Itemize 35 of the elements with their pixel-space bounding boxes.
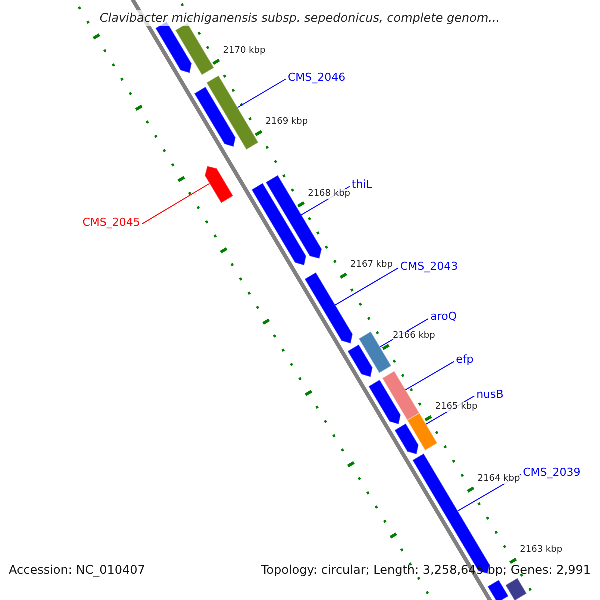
accession-text: Accession: NC_010407 xyxy=(9,563,146,577)
gene-feature xyxy=(382,370,420,422)
leader-line xyxy=(142,183,210,225)
position-label: 2170 kbp xyxy=(223,46,266,56)
gene-feature xyxy=(505,578,528,600)
gene-label: thiL xyxy=(352,178,372,192)
gene-feature xyxy=(358,331,392,374)
gene-feature xyxy=(251,182,307,266)
gene-label: efp xyxy=(456,353,474,366)
position-label: 2166 kbp xyxy=(392,331,436,342)
gene-label: nusB xyxy=(476,388,504,401)
leader-line xyxy=(237,78,286,108)
position-label: 2163 kbp xyxy=(520,545,563,555)
gene-feature xyxy=(206,75,260,151)
position-label: 2169 kbp xyxy=(266,117,308,128)
gene-label: CMS_2043 xyxy=(400,260,458,273)
leader-line xyxy=(335,268,399,306)
gene-label: CMS_2045 xyxy=(82,216,140,229)
summary-text: Topology: circular; Length: 3,258,645 bp; Genes: 2,991 xyxy=(261,563,591,577)
position-label: 2165 kbp xyxy=(435,402,478,412)
gene-label: CMS_2039 xyxy=(523,466,581,479)
gene-feature xyxy=(194,86,236,148)
position-label: 2164 kbp xyxy=(478,474,520,484)
gene-feature xyxy=(394,423,420,456)
gene-feature xyxy=(406,412,438,452)
gene-feature xyxy=(304,272,354,344)
gene-label: CMS_2046 xyxy=(288,70,346,84)
gene-label: aroQ xyxy=(430,310,457,324)
gene-feature xyxy=(487,579,510,600)
gene-feature xyxy=(347,344,374,378)
position-label: 2168 kbp xyxy=(308,188,351,199)
gene-feature xyxy=(204,166,234,204)
leader-line xyxy=(405,361,455,391)
position-label: 2167 kbp xyxy=(350,260,393,270)
gene-feature xyxy=(368,379,402,426)
